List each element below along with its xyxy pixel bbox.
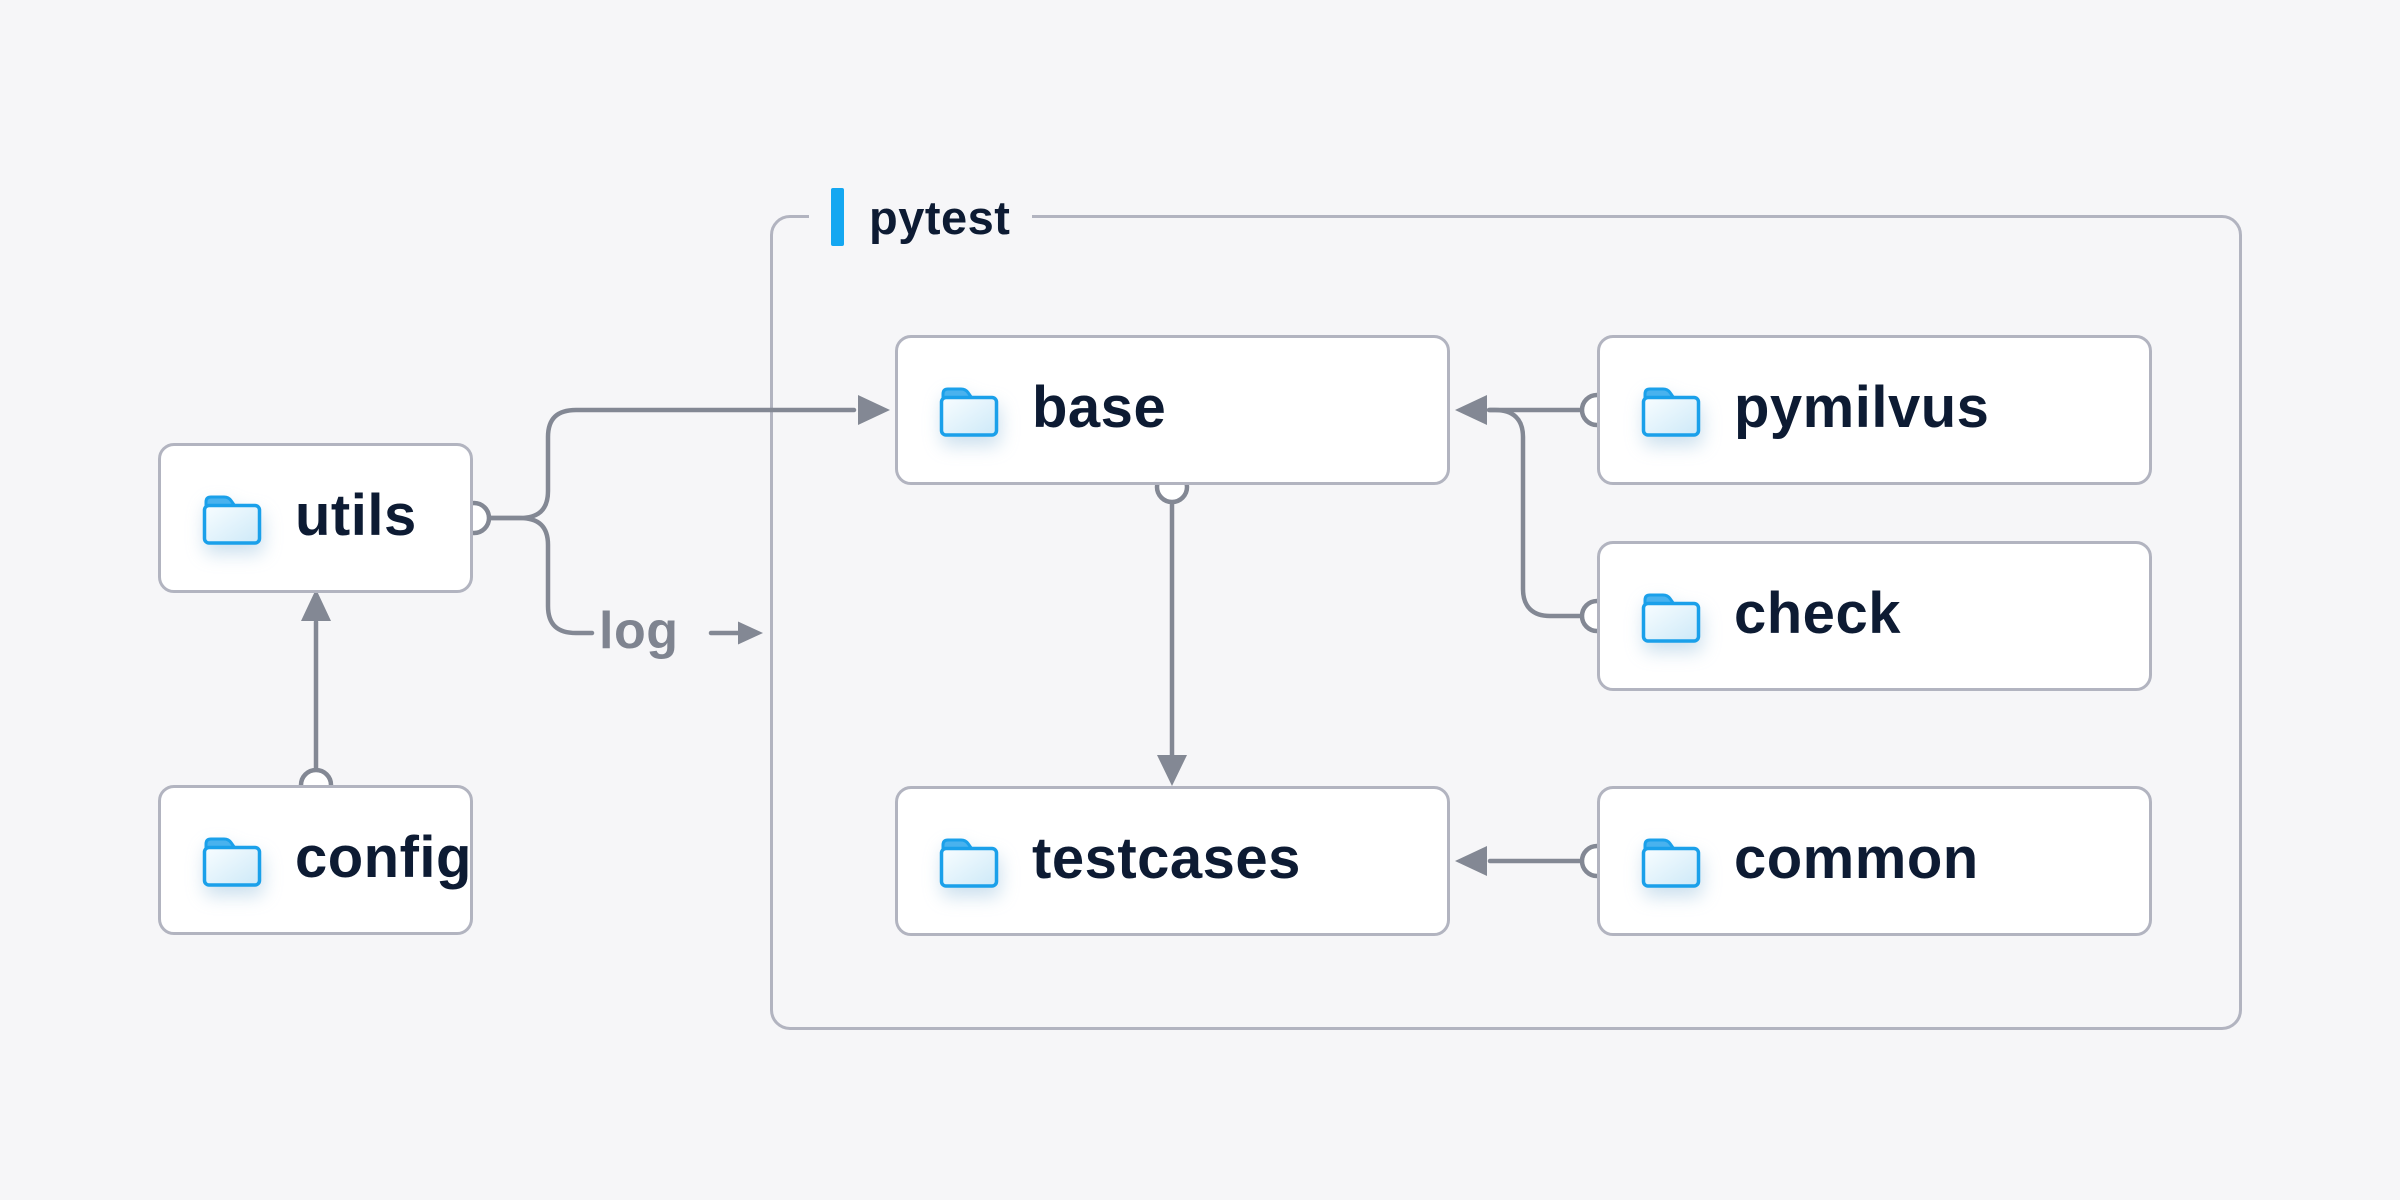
arrowhead-into-base-left: [858, 395, 890, 425]
folder-icon: [939, 838, 999, 888]
folder-icon: [1641, 387, 1701, 437]
node-utils: utils: [158, 443, 473, 593]
arrowhead-into-utils: [301, 589, 331, 621]
node-pymilvus: pymilvus: [1597, 335, 2152, 485]
edge-check-base: [1486, 407, 1585, 619]
accent-bar-icon: [831, 188, 844, 246]
folder-icon: [1641, 838, 1701, 888]
folder-icon: [202, 837, 262, 887]
folder-icon: [202, 495, 262, 545]
node-label: testcases: [1032, 826, 1301, 891]
edge-utils-base: [486, 407, 857, 521]
node-label: common: [1734, 826, 1979, 891]
node-label: check: [1734, 581, 1901, 646]
node-common: common: [1597, 786, 2152, 936]
group-pytest: pytest: [770, 185, 2242, 1030]
group-title: pytest: [869, 190, 1011, 244]
node-base: base: [895, 335, 1450, 485]
arrowhead-into-testcases-right: [1455, 846, 1487, 876]
group-pytest-label: pytest: [809, 185, 1033, 249]
node-testcases: testcases: [895, 786, 1450, 936]
folder-icon: [939, 387, 999, 437]
node-label: utils: [295, 483, 417, 548]
node-label: config: [295, 825, 472, 890]
arrowhead-log: [738, 621, 763, 645]
arrowhead-into-base-right: [1455, 395, 1487, 425]
edge-utils-log: [486, 515, 595, 636]
node-label: pymilvus: [1734, 375, 1990, 440]
node-config: config: [158, 785, 473, 935]
folder-icon: [1641, 593, 1701, 643]
edge-label-log: log: [599, 601, 679, 660]
node-label: base: [1032, 375, 1167, 440]
arrowhead-into-testcases-top: [1157, 755, 1187, 786]
node-check: check: [1597, 541, 2152, 691]
